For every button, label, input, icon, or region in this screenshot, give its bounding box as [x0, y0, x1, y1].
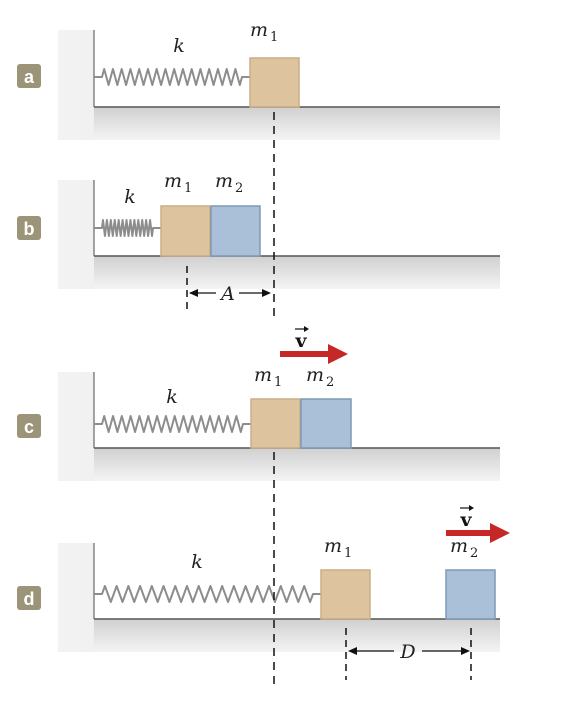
spring-constant-label: k: [166, 386, 178, 408]
block-m2: [300, 398, 352, 449]
mass-label-m1: m: [324, 535, 342, 557]
mass-label-m1: m: [164, 170, 182, 192]
mass-label-m1: m: [254, 364, 272, 386]
panel-b: b k m 1 m 2 A: [17, 170, 500, 310]
badge-label: c: [24, 417, 34, 437]
mass-label-m1-subscript: 1: [270, 30, 278, 45]
spring-coil: [94, 219, 161, 237]
mass-label-m2: m: [306, 364, 324, 386]
mass-label-m2: m: [215, 170, 233, 192]
badge-a: [17, 64, 41, 88]
block-m2: [445, 569, 496, 620]
mass-label-m1-subscript: 1: [274, 375, 282, 390]
mass-label-m2-subscript: 2: [235, 181, 243, 196]
distance-label: D: [399, 641, 415, 663]
amplitude-label: A: [219, 283, 235, 305]
spring: [94, 219, 161, 237]
spring-constant-label: k: [124, 186, 136, 208]
panel-c: c k m 1 m 2 v: [17, 326, 500, 481]
mass-label-m1: m: [250, 19, 268, 41]
mass-label-m2-subscript: 2: [326, 375, 334, 390]
velocity-label: v: [459, 509, 472, 531]
spring-coil: [94, 585, 321, 603]
mass-label-m2: m: [450, 535, 468, 557]
mass-label-m2-subscript: 2: [470, 546, 478, 561]
spring-constant-label: k: [191, 551, 203, 573]
floor-surface: [94, 107, 500, 140]
panel-a: a k m 1: [17, 19, 500, 140]
panel-d: d k m 1 m 2 v D: [17, 505, 510, 680]
mass-label-m1-subscript: 1: [184, 181, 192, 196]
velocity-label: v: [294, 330, 307, 352]
block-m2: [210, 205, 261, 257]
badge-d: [17, 586, 41, 610]
badge-label: d: [24, 589, 35, 609]
vector-arrow-icon: [460, 505, 474, 511]
spring-constant-label: k: [173, 35, 185, 57]
badge-label: b: [24, 219, 35, 239]
spring-coil: [94, 415, 251, 433]
spring: [94, 415, 251, 433]
badge-c: [17, 414, 41, 438]
badge-b: [17, 216, 41, 240]
floor-surface: [94, 256, 500, 289]
velocity-arrow: [280, 344, 348, 364]
spring-coil: [94, 68, 250, 86]
floor-surface: [94, 619, 500, 652]
badge-label: a: [24, 67, 35, 87]
spring: [94, 585, 321, 603]
spring: [94, 68, 250, 86]
block-m1: [320, 569, 371, 620]
floor-surface: [94, 448, 500, 481]
vector-arrow-icon: [295, 326, 309, 332]
block-m1: [160, 205, 211, 257]
velocity-arrow: [446, 523, 510, 543]
block-m1: [249, 57, 300, 108]
mass-label-m1-subscript: 1: [344, 546, 352, 561]
block-m1: [250, 398, 301, 449]
